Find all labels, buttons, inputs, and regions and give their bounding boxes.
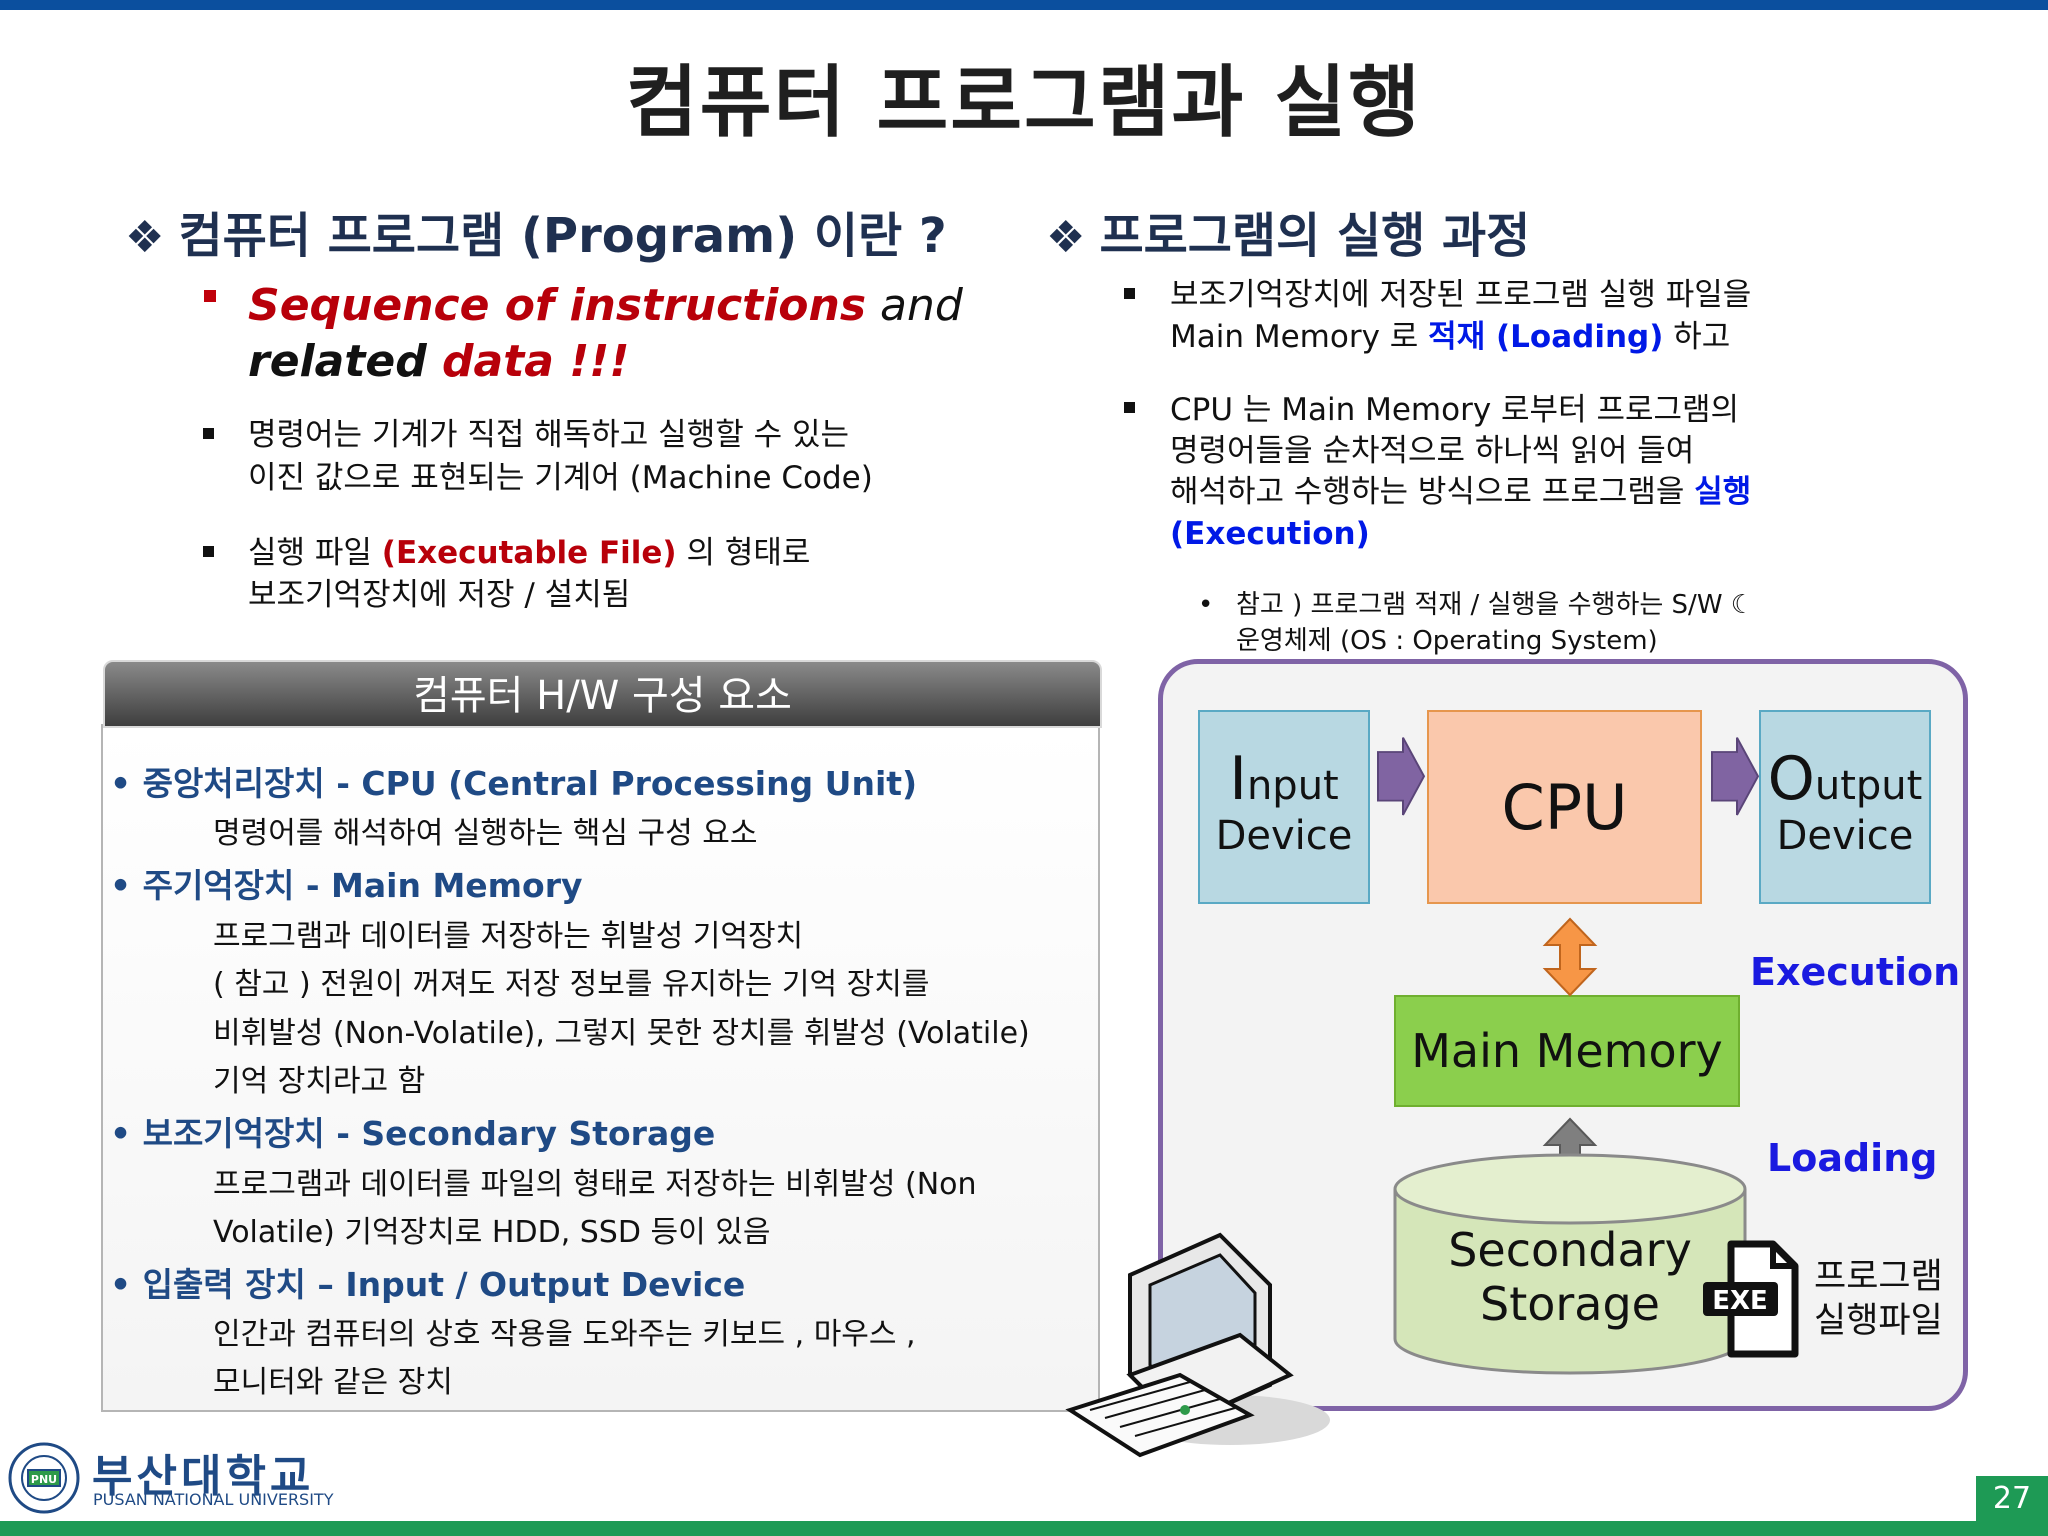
executable-line-1: 실행 파일 (Executable File) 의 형태로 bbox=[248, 535, 811, 571]
left-heading-text: 컴퓨터 프로그램 (Program) 이란 ? bbox=[178, 208, 947, 264]
slide-title: 컴퓨터 프로그램과 실행 bbox=[626, 58, 1422, 148]
right-heading-text: 프로그램의 실행 과정 bbox=[1099, 208, 1531, 264]
machine-code-line-2: 이진 값으로 표현되는 기계어 (Machine Code) bbox=[248, 460, 873, 496]
hw-desc: 비휘발성 (Non-Volatile), 그렇지 못한 장치를 휘발성 (Vol… bbox=[213, 1016, 1030, 1051]
square-bullet-icon bbox=[203, 428, 214, 439]
university-seal-icon: PNU bbox=[8, 1442, 80, 1514]
machine-code-line-1: 명령어는 기계가 직접 해독하고 실행할 수 있는 bbox=[248, 417, 850, 453]
square-bullet-icon bbox=[1124, 402, 1135, 413]
computer-illustration bbox=[1065, 1232, 1330, 1458]
note-line-1: 참고 ) 프로그램 적재 / 실행을 수행하는 S/W ☾ bbox=[1236, 590, 1755, 620]
arrow-right-icon bbox=[1711, 737, 1760, 816]
cpu-box: CPU bbox=[1427, 710, 1702, 904]
execution-label: Execution bbox=[1750, 950, 1961, 994]
hw-item-cpu: • 중앙처리장치 - CPU (Central Processing Unit) bbox=[110, 764, 918, 803]
arrow-updown-orange-icon bbox=[1542, 917, 1598, 997]
hw-desc: Volatile) 기억장치로 HDD, SSD 등이 있음 bbox=[213, 1215, 771, 1250]
university-name-ko: 부산대학교 bbox=[92, 1451, 315, 1502]
bottom-accent-bar bbox=[0, 1521, 2048, 1536]
hw-desc: 명령어를 해석하여 실행하는 핵심 구성 요소 bbox=[213, 816, 758, 851]
note-line-2: 운영체제 (OS : Operating System) bbox=[1236, 626, 1658, 656]
square-bullet-icon bbox=[203, 546, 214, 557]
svg-text:EXE: EXE bbox=[1712, 1286, 1768, 1316]
diamond-bullet-icon: ❖ bbox=[125, 212, 165, 263]
hw-desc: 프로그램과 데이터를 저장하는 휘발성 기억장치 bbox=[213, 919, 804, 954]
hw-item-secondary-storage: • 보조기억장치 - Secondary Storage bbox=[110, 1114, 716, 1153]
hw-desc: 프로그램과 데이터를 파일의 형태로 저장하는 비휘발성 (Non bbox=[213, 1167, 977, 1202]
input-device-box: Input Device bbox=[1198, 710, 1370, 904]
left-heading: ❖ 컴퓨터 프로그램 (Program) 이란 ? bbox=[125, 196, 947, 266]
loading-line-2: Main Memory 로 적재 (Loading) 하고 bbox=[1170, 319, 1731, 355]
square-bullet-icon bbox=[204, 290, 216, 302]
execution-line-4: (Execution) bbox=[1170, 516, 1370, 552]
right-heading: ❖ 프로그램의 실행 과정 bbox=[1046, 196, 1530, 266]
hw-desc: 기억 장치라고 함 bbox=[213, 1064, 426, 1099]
svg-text:PNU: PNU bbox=[31, 1473, 57, 1486]
square-bullet-icon bbox=[1124, 288, 1135, 299]
executable-line-2: 보조기억장치에 저장 / 설치됨 bbox=[248, 577, 631, 613]
top-accent-bar bbox=[0, 0, 2048, 10]
hw-item-io-device: • 입출력 장치 – Input / Output Device bbox=[110, 1265, 746, 1304]
execution-line-3: 해석하고 수행하는 방식으로 프로그램을 실행 bbox=[1170, 474, 1752, 510]
definition-line-2: related data !!! bbox=[248, 336, 630, 387]
note-bullet: • bbox=[1198, 590, 1214, 620]
execution-line-2: 명령어들을 순차적으로 하나씩 읽어 들여 bbox=[1170, 433, 1695, 469]
output-device-box: Output Device bbox=[1759, 710, 1931, 904]
hw-panel-header: 컴퓨터 H/W 구성 요소 bbox=[103, 660, 1102, 728]
arrow-right-icon bbox=[1377, 737, 1426, 816]
program-file-label: 프로그램 실행파일 bbox=[1814, 1257, 1943, 1341]
hw-desc: ( 참고 ) 전원이 꺼져도 저장 정보를 유지하는 기억 장치를 bbox=[213, 967, 930, 1002]
execution-line-1: CPU 는 Main Memory 로부터 프로그램의 bbox=[1170, 392, 1740, 428]
exe-file-icon: EXE bbox=[1703, 1240, 1799, 1358]
diamond-bullet-icon: ❖ bbox=[1046, 212, 1086, 263]
hw-desc: 인간과 컴퓨터의 상호 작용을 도와주는 키보드 , 마우스 , bbox=[213, 1317, 916, 1352]
main-memory-box: Main Memory bbox=[1394, 995, 1740, 1107]
hw-desc: 모니터와 같은 장치 bbox=[213, 1365, 453, 1400]
hw-components-panel bbox=[101, 724, 1100, 1412]
loading-label: Loading bbox=[1767, 1136, 1938, 1180]
diagram-arrows: EXE bbox=[1377, 737, 1799, 1375]
university-name-en: PUSAN NATIONAL UNIVERSITY bbox=[93, 1490, 334, 1509]
definition-line-1: Sequence of instructions and bbox=[248, 280, 963, 331]
hw-item-main-memory: • 주기억장치 - Main Memory bbox=[110, 866, 583, 905]
page-number: 27 bbox=[1976, 1476, 2048, 1521]
loading-line-1: 보조기억장치에 저장된 프로그램 실행 파일을 bbox=[1170, 277, 1752, 313]
